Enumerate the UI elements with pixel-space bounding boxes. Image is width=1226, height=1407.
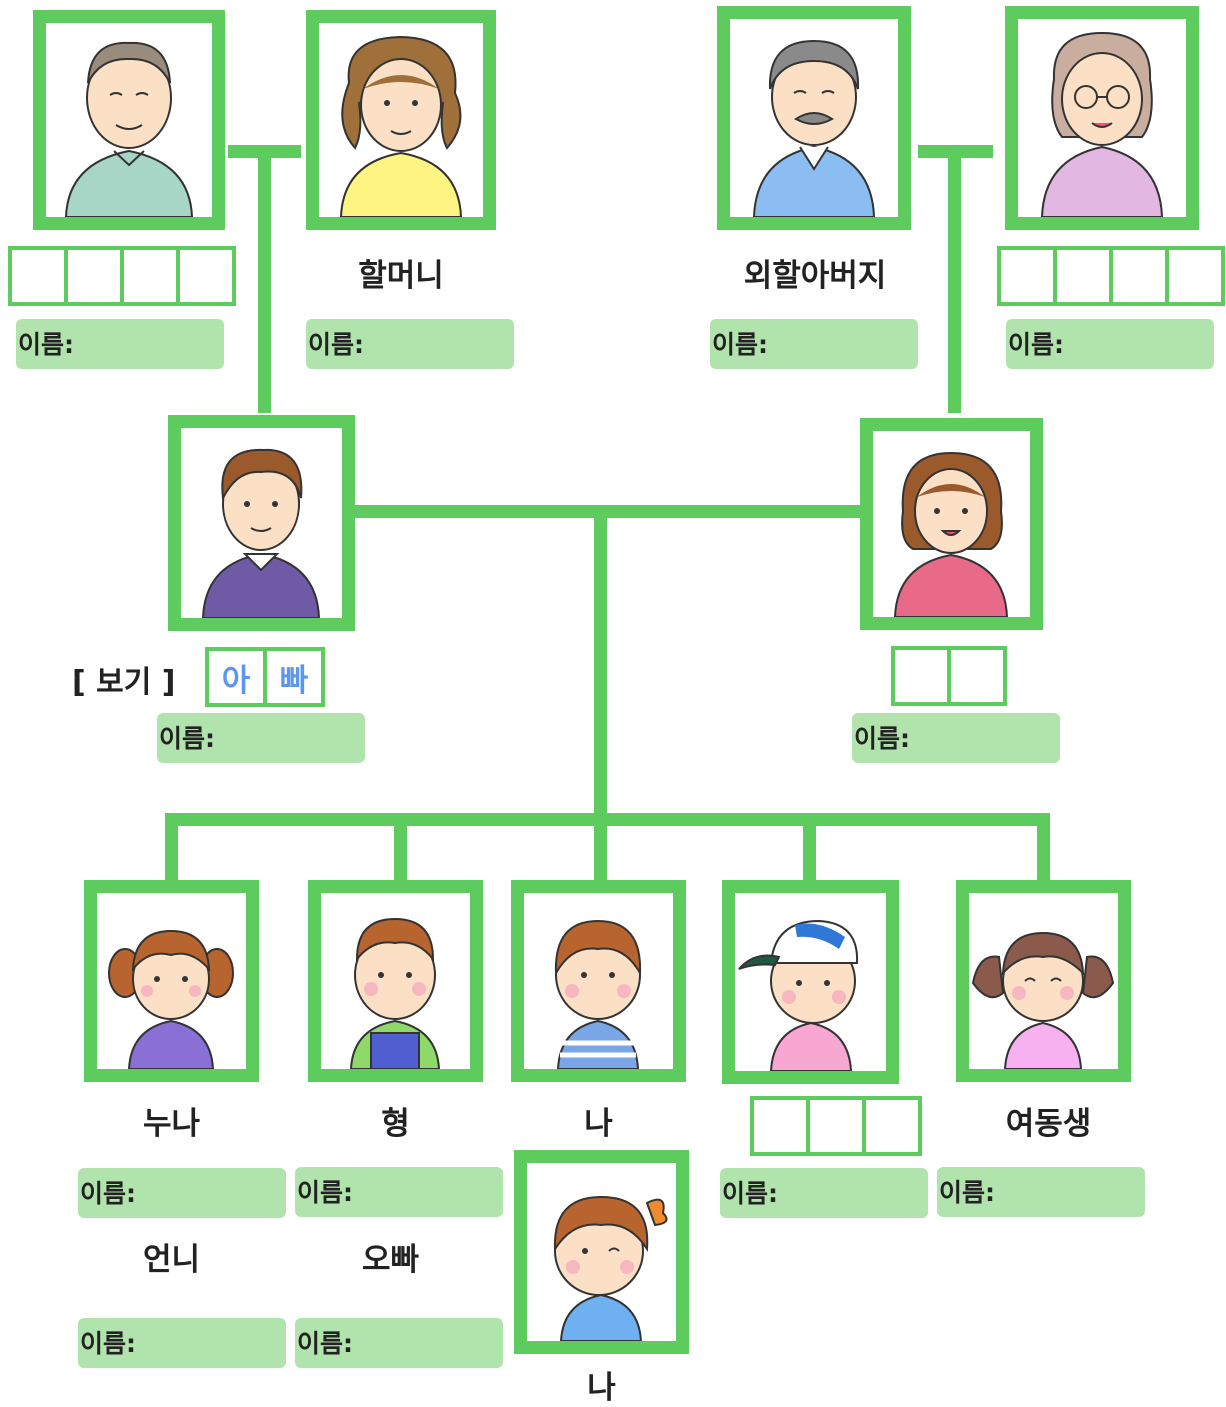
grandmother-illustration	[339, 35, 463, 217]
answer-box[interactable]	[64, 246, 124, 306]
answer-box[interactable]	[806, 1096, 866, 1156]
answer-box[interactable]	[997, 246, 1057, 306]
me-girl-illustration	[553, 1195, 668, 1341]
connector-parents	[355, 505, 860, 518]
label-me: 나	[584, 1106, 613, 1142]
connector-to-mother	[948, 145, 961, 413]
portrait-grandmother	[306, 10, 496, 230]
name-field-father[interactable]: 이름:	[157, 713, 365, 763]
label-older-sister-male: 누나	[142, 1106, 201, 1142]
connector-to-father	[258, 145, 271, 413]
portrait-younger-brother	[722, 880, 899, 1084]
name-field-maternal-grandfather[interactable]: 이름:	[710, 319, 918, 369]
name-field-older-brother-female[interactable]: 이름:	[295, 1318, 503, 1368]
connector-child-1	[165, 813, 178, 885]
connector-child-2	[394, 813, 407, 885]
name-field-maternal-grandmother[interactable]: 이름:	[1006, 319, 1214, 369]
connector-child-3	[594, 813, 607, 885]
portrait-maternal-grandfather	[717, 6, 911, 230]
name-field-older-sister-female[interactable]: 이름:	[78, 1318, 286, 1368]
answer-box[interactable]	[862, 1096, 922, 1156]
example-box: 아	[205, 647, 267, 707]
older-sister-illustration	[108, 929, 234, 1069]
connector-children-bar	[165, 813, 1050, 826]
mother-illustration	[893, 451, 1009, 617]
younger-sister-illustration	[971, 931, 1115, 1069]
older-brother-illustration	[349, 917, 441, 1069]
portrait-father	[168, 415, 355, 631]
example-box: 빠	[263, 647, 325, 707]
answer-boxes-younger-brother[interactable]	[750, 1096, 922, 1156]
answer-box[interactable]	[176, 246, 236, 306]
answer-boxes-grandfather[interactable]	[8, 246, 236, 306]
name-field-older-brother-male[interactable]: 이름:	[295, 1167, 503, 1217]
answer-boxes-maternal-grandmother[interactable]	[997, 246, 1225, 306]
maternal-grandmother-illustration	[1040, 31, 1164, 217]
label-me-girl: 나	[587, 1370, 616, 1406]
answer-box[interactable]	[1165, 246, 1225, 306]
name-field-younger-sister[interactable]: 이름:	[937, 1167, 1145, 1217]
name-field-grandmother[interactable]: 이름:	[306, 319, 514, 369]
portrait-mother	[860, 418, 1043, 630]
portrait-older-sister	[84, 880, 259, 1082]
portrait-me-girl	[514, 1150, 689, 1354]
example-answer-boxes: 아 빠	[205, 647, 325, 707]
maternal-grandfather-illustration	[752, 39, 876, 217]
connector-to-children	[594, 505, 607, 825]
younger-brother-illustration	[738, 919, 859, 1071]
label-grandmother: 할머니	[358, 258, 444, 294]
label-younger-sister: 여동생	[1005, 1106, 1092, 1142]
example-label: [ 보기 ]	[72, 665, 176, 700]
father-illustration	[201, 448, 321, 618]
grandfather-illustration	[64, 41, 194, 217]
portrait-younger-sister	[956, 880, 1131, 1082]
answer-box[interactable]	[1053, 246, 1113, 306]
label-maternal-grandfather: 외할아버지	[743, 258, 887, 294]
answer-box[interactable]	[891, 646, 951, 706]
name-field-grandfather[interactable]: 이름:	[16, 319, 224, 369]
connector-child-5	[1037, 813, 1050, 885]
me-boy-illustration	[554, 919, 642, 1069]
name-field-mother[interactable]: 이름:	[852, 713, 1060, 763]
label-older-brother-male: 형	[381, 1106, 410, 1142]
answer-boxes-mother[interactable]	[891, 646, 1007, 706]
portrait-grandfather	[33, 10, 225, 230]
answer-box[interactable]	[120, 246, 180, 306]
label-older-brother-female: 오빠	[361, 1242, 420, 1278]
portrait-older-brother	[308, 880, 483, 1082]
answer-box[interactable]	[1109, 246, 1169, 306]
label-older-sister-female: 언니	[142, 1242, 201, 1278]
portrait-me	[511, 880, 686, 1082]
name-field-older-sister-male[interactable]: 이름:	[78, 1168, 286, 1218]
portrait-maternal-grandmother	[1005, 6, 1199, 230]
answer-box[interactable]	[947, 646, 1007, 706]
answer-box[interactable]	[8, 246, 68, 306]
name-field-younger-brother[interactable]: 이름:	[720, 1168, 928, 1218]
answer-box[interactable]	[750, 1096, 810, 1156]
connector-child-4	[803, 813, 816, 885]
